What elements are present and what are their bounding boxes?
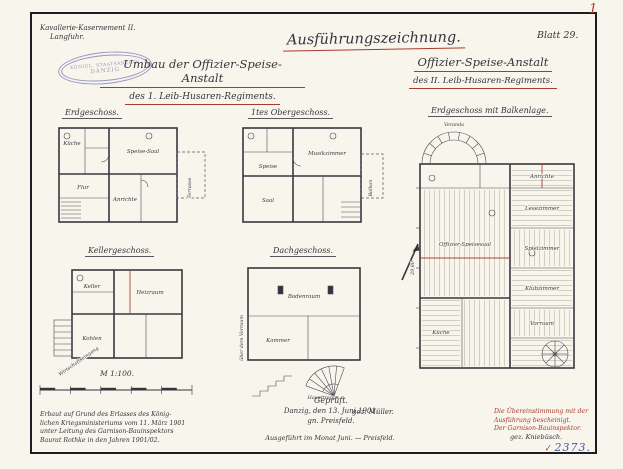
room-label-rotated: Terrasse — [187, 177, 193, 198]
signature-1: gn. Preisfeld. — [307, 417, 355, 425]
room-label: Flur — [76, 185, 89, 191]
plan-title-kellergeschoss-text: Kellergeschoss. — [85, 246, 155, 257]
right-heading-title: Offizier-Speise-Anstalt — [413, 55, 553, 72]
room-label: Vorraum — [530, 321, 554, 327]
stair-steps-detail — [252, 375, 292, 397]
room-label: Offizier-Speisesaal — [439, 242, 491, 248]
approval-block: Geprüft. Danzig, den 13. Juni 1901. gn. … — [256, 396, 406, 425]
room-label: Bodenraum — [287, 294, 320, 300]
big-partitions — [416, 164, 574, 368]
plan-title-dachgeschoss-text: Dachgeschoss. — [270, 246, 336, 257]
folio-number: 1 — [589, 2, 598, 17]
erd-terrace-outline — [176, 151, 206, 199]
note-left-line4: Baurat Rothke in den Jahren 1901/02. — [40, 436, 160, 444]
big-beam-fields — [422, 166, 572, 366]
plan-obergeschoss-drawing: Musikzimmer Speise Saal Balkon — [242, 127, 384, 223]
room-label: Anrichte — [529, 174, 555, 180]
og-balcony-outline — [360, 153, 384, 199]
north-arrow-icon — [401, 243, 420, 281]
dg-partitions — [248, 285, 360, 360]
plan-kellergeschoss-drawing: Keller Heizraum Kohlen Wirtschaftseingan… — [53, 269, 183, 378]
stair-fan-detail — [305, 365, 345, 397]
note-right-line3: Der Garnison-Bauinspektor. — [494, 425, 582, 432]
note-right-line1: Die Übereinstimmung mit der — [494, 408, 589, 415]
room-label: Musikzimmer — [307, 151, 346, 157]
spiral-stair — [541, 340, 569, 368]
erd-stair — [61, 201, 81, 219]
room-label: Küche — [431, 330, 450, 336]
corner-note-line2: Langfuhr. — [50, 33, 85, 41]
plan-dachgeschoss-drawing: Bodenraum Kammer über dem Vorraum Hauptt… — [238, 267, 361, 402]
veranda-bay — [421, 131, 487, 165]
big-new-walls — [420, 164, 543, 259]
border-frame — [30, 12, 597, 454]
main-title: Ausführungszeichnung. — [282, 29, 466, 52]
executed-note: Ausgeführt im Monat Juni. — Preisfeld. — [265, 434, 395, 442]
plan-title-dachgeschoss: Dachgeschoss. — [270, 246, 336, 257]
left-heading: Umbau der Offizier-Speise-Anstalt des 1.… — [100, 57, 305, 105]
note-left: Erbaut auf Grund des Erlasses des König-… — [40, 411, 220, 445]
room-label-rotated: über dem Vorraum — [239, 315, 245, 361]
room-label: Klubzimmer — [524, 286, 559, 292]
room-label: Küche — [62, 141, 81, 147]
signature-3: gez. Kniebüsch. — [510, 433, 563, 441]
approval-place-date: Danzig, den 13. Juni 1901. — [283, 407, 379, 415]
registry-number: 2373. — [554, 441, 592, 454]
plan-title-erdgeschoss: Erdgeschoss. — [62, 108, 122, 119]
room-label-rotated: Wirtschaftseingang — [58, 346, 100, 378]
right-heading: Offizier-Speise-Anstalt des II. Leib-Hus… — [398, 55, 568, 89]
room-label: Kammer — [265, 338, 290, 344]
room-label: Kohlen — [81, 336, 102, 342]
scale-bar — [39, 385, 193, 395]
room-label: Keller — [83, 284, 101, 290]
red-check-icon: ✓ — [543, 443, 554, 455]
dg-walls — [247, 267, 361, 361]
big-walls — [419, 163, 575, 369]
note-left-line1: Erbaut auf Grund des Erlasses des König- — [40, 411, 172, 418]
room-label: Speise — [259, 164, 278, 170]
scale-label: M 1:100. — [100, 369, 135, 378]
scale-bar-marks — [39, 385, 193, 395]
kg-partitions — [72, 274, 147, 358]
room-label: Lesezimmer — [524, 206, 559, 212]
registry-number-block: ✓2373. — [543, 441, 592, 455]
note-left-line2: lichen Kriegsministeriums vom 11. März 1… — [40, 419, 186, 427]
room-label: Speise-Saal — [127, 149, 160, 155]
corner-note: Kavallerie-Kasernement II. Langfuhr. — [40, 24, 135, 42]
approval-title: Geprüft. — [314, 396, 348, 405]
corner-note-line1: Kavallerie-Kasernement II. — [40, 24, 136, 32]
plan-title-obergeschoss: 1tes Obergeschoss. — [248, 108, 334, 119]
left-heading-subtitle: des 1. Leib-Husaren-Regiments. — [125, 92, 280, 105]
plan-balkenlage-drawing: Veranda Offizier-Speisesaal Anrichte Les… — [401, 121, 575, 369]
note-right-line2: Ausführung bescheinigt. — [494, 416, 572, 424]
plan-title-obergeschoss-text: 1tes Obergeschoss. — [248, 108, 334, 119]
signature-2: gez. Müller. — [352, 408, 394, 416]
room-label: Spielzimmer — [524, 246, 559, 252]
room-label-rotated: Balkon — [368, 180, 374, 198]
og-partitions — [243, 128, 361, 222]
plan-title-balkenlage: Erdgeschoss mit Balkenlage. — [428, 106, 552, 117]
note-left-line3: unter Leitung des Garnison-Bauinspektors — [40, 428, 174, 435]
left-heading-title: Umbau der Offizier-Speise-Anstalt — [100, 57, 305, 88]
erd-partitions — [59, 128, 153, 222]
plan-erdgeschoss-drawing: Speise-Saal Küche Anrichte Flur Terrasse — [58, 127, 206, 223]
note-right: Die Übereinstimmung mit der Ausführung b… — [494, 408, 600, 434]
plan-title-balkenlage-text: Erdgeschoss mit Balkenlage. — [428, 106, 552, 117]
room-label: Saal — [262, 198, 274, 204]
main-title-text: Ausführungszeichnung. — [282, 29, 466, 52]
og-walls — [242, 127, 362, 223]
sheet-number: Blatt 29. — [537, 30, 579, 41]
plan-title-erdgeschoss-text: Erdgeschoss. — [62, 108, 122, 119]
room-label: Heizraum — [135, 290, 163, 296]
plan-title-kellergeschoss: Kellergeschoss. — [85, 246, 155, 257]
detail-caption: Haupttreppe. — [307, 395, 341, 401]
room-label: Anrichte — [112, 197, 138, 203]
right-heading-subtitle: des II. Leib-Husaren-Regiments. — [409, 76, 557, 89]
dimension-label: 29,80 — [410, 261, 416, 276]
room-label: Veranda — [444, 122, 464, 128]
kg-entry-stair — [53, 319, 73, 357]
kg-walls — [71, 269, 183, 359]
